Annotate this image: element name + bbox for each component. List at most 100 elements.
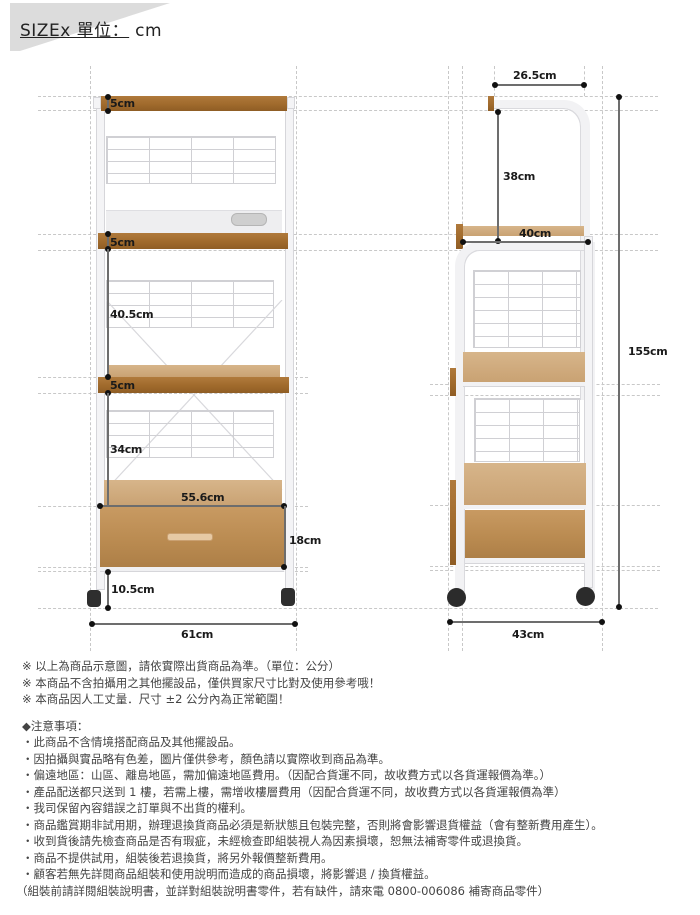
dim-endpoint — [105, 94, 111, 100]
dim-line — [107, 234, 109, 249]
dim-line — [107, 97, 109, 110]
dim-label-second-board: 5cm — [110, 236, 135, 249]
wire-grid — [106, 280, 274, 328]
guide-v — [296, 66, 297, 651]
top-board — [101, 96, 287, 111]
guide-v — [584, 66, 585, 96]
middle-shelf-edge — [450, 368, 456, 396]
drawer-base — [465, 558, 585, 564]
remark-line: ※ 以上為商品示意圖，請依實際出貨商品為準。（單位：公分） — [22, 659, 341, 673]
caster-wheel — [447, 588, 466, 607]
dim-line — [495, 84, 584, 86]
dim-label-top-depth: 26.5cm — [513, 69, 557, 82]
dim-label-total-depth: 43cm — [512, 628, 545, 641]
right-post-cap — [287, 97, 295, 109]
remark-line: ※ 本商品因人工丈量．尺寸 ±2 公分內為正常範圍！ — [22, 692, 290, 706]
dim-endpoint — [105, 374, 111, 380]
title-main: SIZEx 單位： — [20, 21, 130, 41]
dim-endpoint — [460, 239, 466, 245]
dim-endpoint — [447, 619, 453, 625]
dim-line — [497, 112, 499, 241]
guide-h — [38, 234, 658, 235]
drawer-handle — [167, 533, 213, 541]
drawer-side — [465, 510, 585, 558]
caution-title: ◆注意事項： — [22, 718, 89, 733]
dim-label-shelf-depth: 40cm — [519, 227, 552, 240]
upper-shelf-surface — [462, 226, 584, 236]
dim-endpoint — [281, 564, 287, 570]
header-background — [10, 3, 20, 51]
dim-label-total-width: 61cm — [181, 628, 214, 641]
title-unit: cm — [135, 21, 163, 41]
guide-h — [38, 250, 658, 251]
caution-line: ・商品鑑賞期非試用期，辦理退換貨商品必須是新狀態且包裝完整，否則將會影響退貨權益… — [22, 817, 603, 832]
caution-line: ・收到貨後請先檢查商品是否有瑕疵，未經檢查即組裝視人為因素損壞，恕無法補寄零件或… — [22, 834, 528, 848]
drawer-base — [100, 567, 284, 572]
caution-line: ・偏遠地區：山區、離島地區，需加偏遠地區費用。（因配合貨運不同，故收費方式以各貨… — [22, 768, 551, 782]
dim-endpoint — [105, 231, 111, 237]
rear-post — [584, 236, 593, 588]
third-board-top — [108, 365, 280, 377]
guide-v — [448, 66, 449, 651]
dim-label-top-board: 5cm — [110, 97, 135, 110]
dim-line — [284, 506, 286, 567]
dim-label-lower-gap: 34cm — [110, 443, 143, 456]
bottom-shelf — [104, 480, 282, 506]
caster-wheel — [87, 590, 101, 607]
notes-section: ※ 以上為商品示意圖，請依實際出貨商品為準。（單位：公分） ※ 本商品不含拍攝用… — [16, 658, 603, 899]
dim-endpoint — [581, 82, 587, 88]
dim-endpoint — [616, 604, 622, 610]
right-post — [285, 100, 294, 590]
bottom-shelf — [464, 463, 586, 505]
guide-h — [430, 395, 660, 396]
caster-wheel — [281, 588, 295, 606]
guide-h — [430, 570, 660, 571]
dim-endpoint — [89, 621, 95, 627]
guide-h — [38, 110, 658, 111]
dim-line — [618, 97, 620, 607]
dim-line — [107, 572, 109, 608]
header-background-wedge — [20, 3, 170, 51]
dim-line — [107, 393, 109, 506]
top-board-edge — [488, 96, 494, 111]
footer-note: （組裝前請詳閱組裝說明書，並詳對組裝說明書零件，若有缺件，請來電 0800-00… — [16, 883, 550, 898]
dim-label-total-height: 155cm — [628, 345, 668, 358]
wire-grid — [106, 136, 276, 184]
wire-grid — [474, 398, 580, 462]
drawer-front-edge — [450, 480, 456, 565]
dim-endpoint — [97, 503, 103, 509]
dim-endpoint — [105, 108, 111, 114]
caution-line: ・顧客若無先詳閱商品組裝和使用說明而造成的商品損壞，將影響退 / 換貨權益。 — [22, 867, 436, 881]
dim-endpoint — [105, 569, 111, 575]
dim-endpoint — [616, 94, 622, 100]
dim-endpoint — [495, 109, 501, 115]
caution-line: ・此商品不含情境搭配商品及其他擺設品。 — [22, 735, 241, 749]
page-title: SIZEx 單位：cm — [20, 16, 162, 41]
dim-label-floor-clearance: 10.5cm — [111, 583, 155, 596]
wire-grid — [106, 410, 274, 458]
caution-line: ・我司保留內容錯誤之訂單與不出貨的權利。 — [22, 801, 252, 815]
power-outlet-icon — [231, 213, 267, 226]
guide-v — [602, 66, 603, 651]
dim-endpoint — [599, 619, 605, 625]
dim-endpoint — [585, 239, 591, 245]
bottom-shelf-rail — [464, 505, 586, 509]
middle-shelf-rail — [463, 382, 585, 387]
dim-label-drawer-height: 18cm — [289, 534, 322, 547]
dim-endpoint — [105, 605, 111, 611]
guide-h — [430, 566, 660, 567]
dim-line — [463, 241, 587, 243]
dim-endpoint — [292, 621, 298, 627]
dim-line — [450, 621, 602, 623]
dim-line — [107, 249, 109, 377]
dim-line — [92, 623, 295, 625]
dim-line — [100, 505, 284, 507]
dim-label-upper-gap: 38cm — [503, 170, 536, 183]
upper-shelf-edge — [456, 224, 463, 249]
caution-line: ・商品不提供試用，組裝後若退換貨，將另外報價整新費用。 — [22, 850, 333, 865]
caution-line: ・因拍攝與實品略有色差，圖片僅供參考，顏色請以實際收到商品為準。 — [22, 751, 390, 766]
left-post-cap — [93, 97, 101, 109]
caster-wheel — [576, 587, 595, 606]
third-board — [98, 377, 289, 393]
dim-endpoint — [492, 82, 498, 88]
